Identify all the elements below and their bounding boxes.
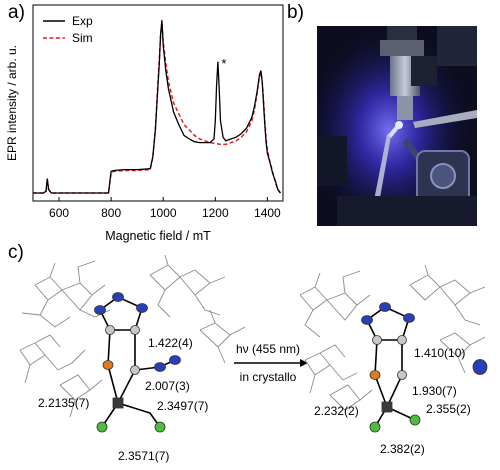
x-tick-label: 1000 <box>150 206 177 220</box>
x-tick-label: 800 <box>101 206 121 220</box>
peak-annotation: * <box>221 56 226 71</box>
bond-label-right-4: 2.355(2) <box>426 402 471 416</box>
legend-sim-label: Sim <box>72 31 93 45</box>
panel-b-label: b) <box>287 2 304 23</box>
epr-chart: 600 800 1000 1200 1400 EPR intensity / arb. … <box>5 4 284 243</box>
ligand-wireframe-left <box>19 255 246 418</box>
panel-c-label: c) <box>8 242 24 263</box>
x-ticks: 600 800 1000 1200 1400 <box>49 197 281 220</box>
structure-before: 1.422(4) 2.007(3) 2.2135(7) 2.3497(7) 2.… <box>19 255 246 463</box>
plot-frame <box>32 4 284 202</box>
legend: Exp Sim <box>43 14 93 45</box>
atoms-left <box>94 292 181 433</box>
panel-a-label: a) <box>8 2 25 23</box>
legend-exp-label: Exp <box>72 14 93 28</box>
x-tick-label: 1200 <box>202 206 229 220</box>
bond-label-left-4: 2.3497(7) <box>157 399 208 413</box>
atoms-right <box>361 302 488 433</box>
bond-label-right-5: 2.382(2) <box>380 442 425 456</box>
experiment-photo <box>317 26 477 226</box>
series-line-exp <box>33 20 281 194</box>
crystal-structures: 1.422(4) 2.007(3) 2.2135(7) 2.3497(7) 2.… <box>19 255 488 463</box>
series-group <box>33 20 282 194</box>
structure-after: 1.410(10) 1.930(7) 2.232(2) 2.355(2) 2.3… <box>299 264 488 456</box>
photo-illustration <box>317 26 477 226</box>
bond-label-left-2: 2.007(3) <box>145 379 190 393</box>
reaction-condition-bottom: in crystallo <box>240 370 297 384</box>
reaction-condition-top: hν (455 nm) <box>236 342 300 356</box>
reaction-arrow-group: hν (455 nm) in crystallo <box>234 342 308 384</box>
bond-labels-right: 1.410(10) 1.930(7) 2.232(2) 2.355(2) 2.3… <box>314 346 471 456</box>
bond-labels-left: 1.422(4) 2.007(3) 2.2135(7) 2.3497(7) 2.… <box>38 336 208 463</box>
bond-label-right-3: 2.232(2) <box>314 404 359 418</box>
arrow-head <box>300 359 308 367</box>
y-axis-label: EPR intensity / arb. u. <box>5 45 19 161</box>
series-line-sim <box>33 21 282 194</box>
x-axis-label: Magnetic field / mT <box>105 229 211 243</box>
bond-label-left-3: 2.2135(7) <box>38 396 89 410</box>
x-tick-label: 1400 <box>254 206 281 220</box>
bond-label-right-2: 1.930(7) <box>412 384 457 398</box>
bond-label-left-5: 2.3571(7) <box>118 449 169 463</box>
x-tick-label: 600 <box>49 206 69 220</box>
ligand-wireframe-right <box>299 264 486 411</box>
bond-label-right-1: 1.410(10) <box>414 346 465 360</box>
bond-label-left-1: 1.422(4) <box>148 336 193 350</box>
